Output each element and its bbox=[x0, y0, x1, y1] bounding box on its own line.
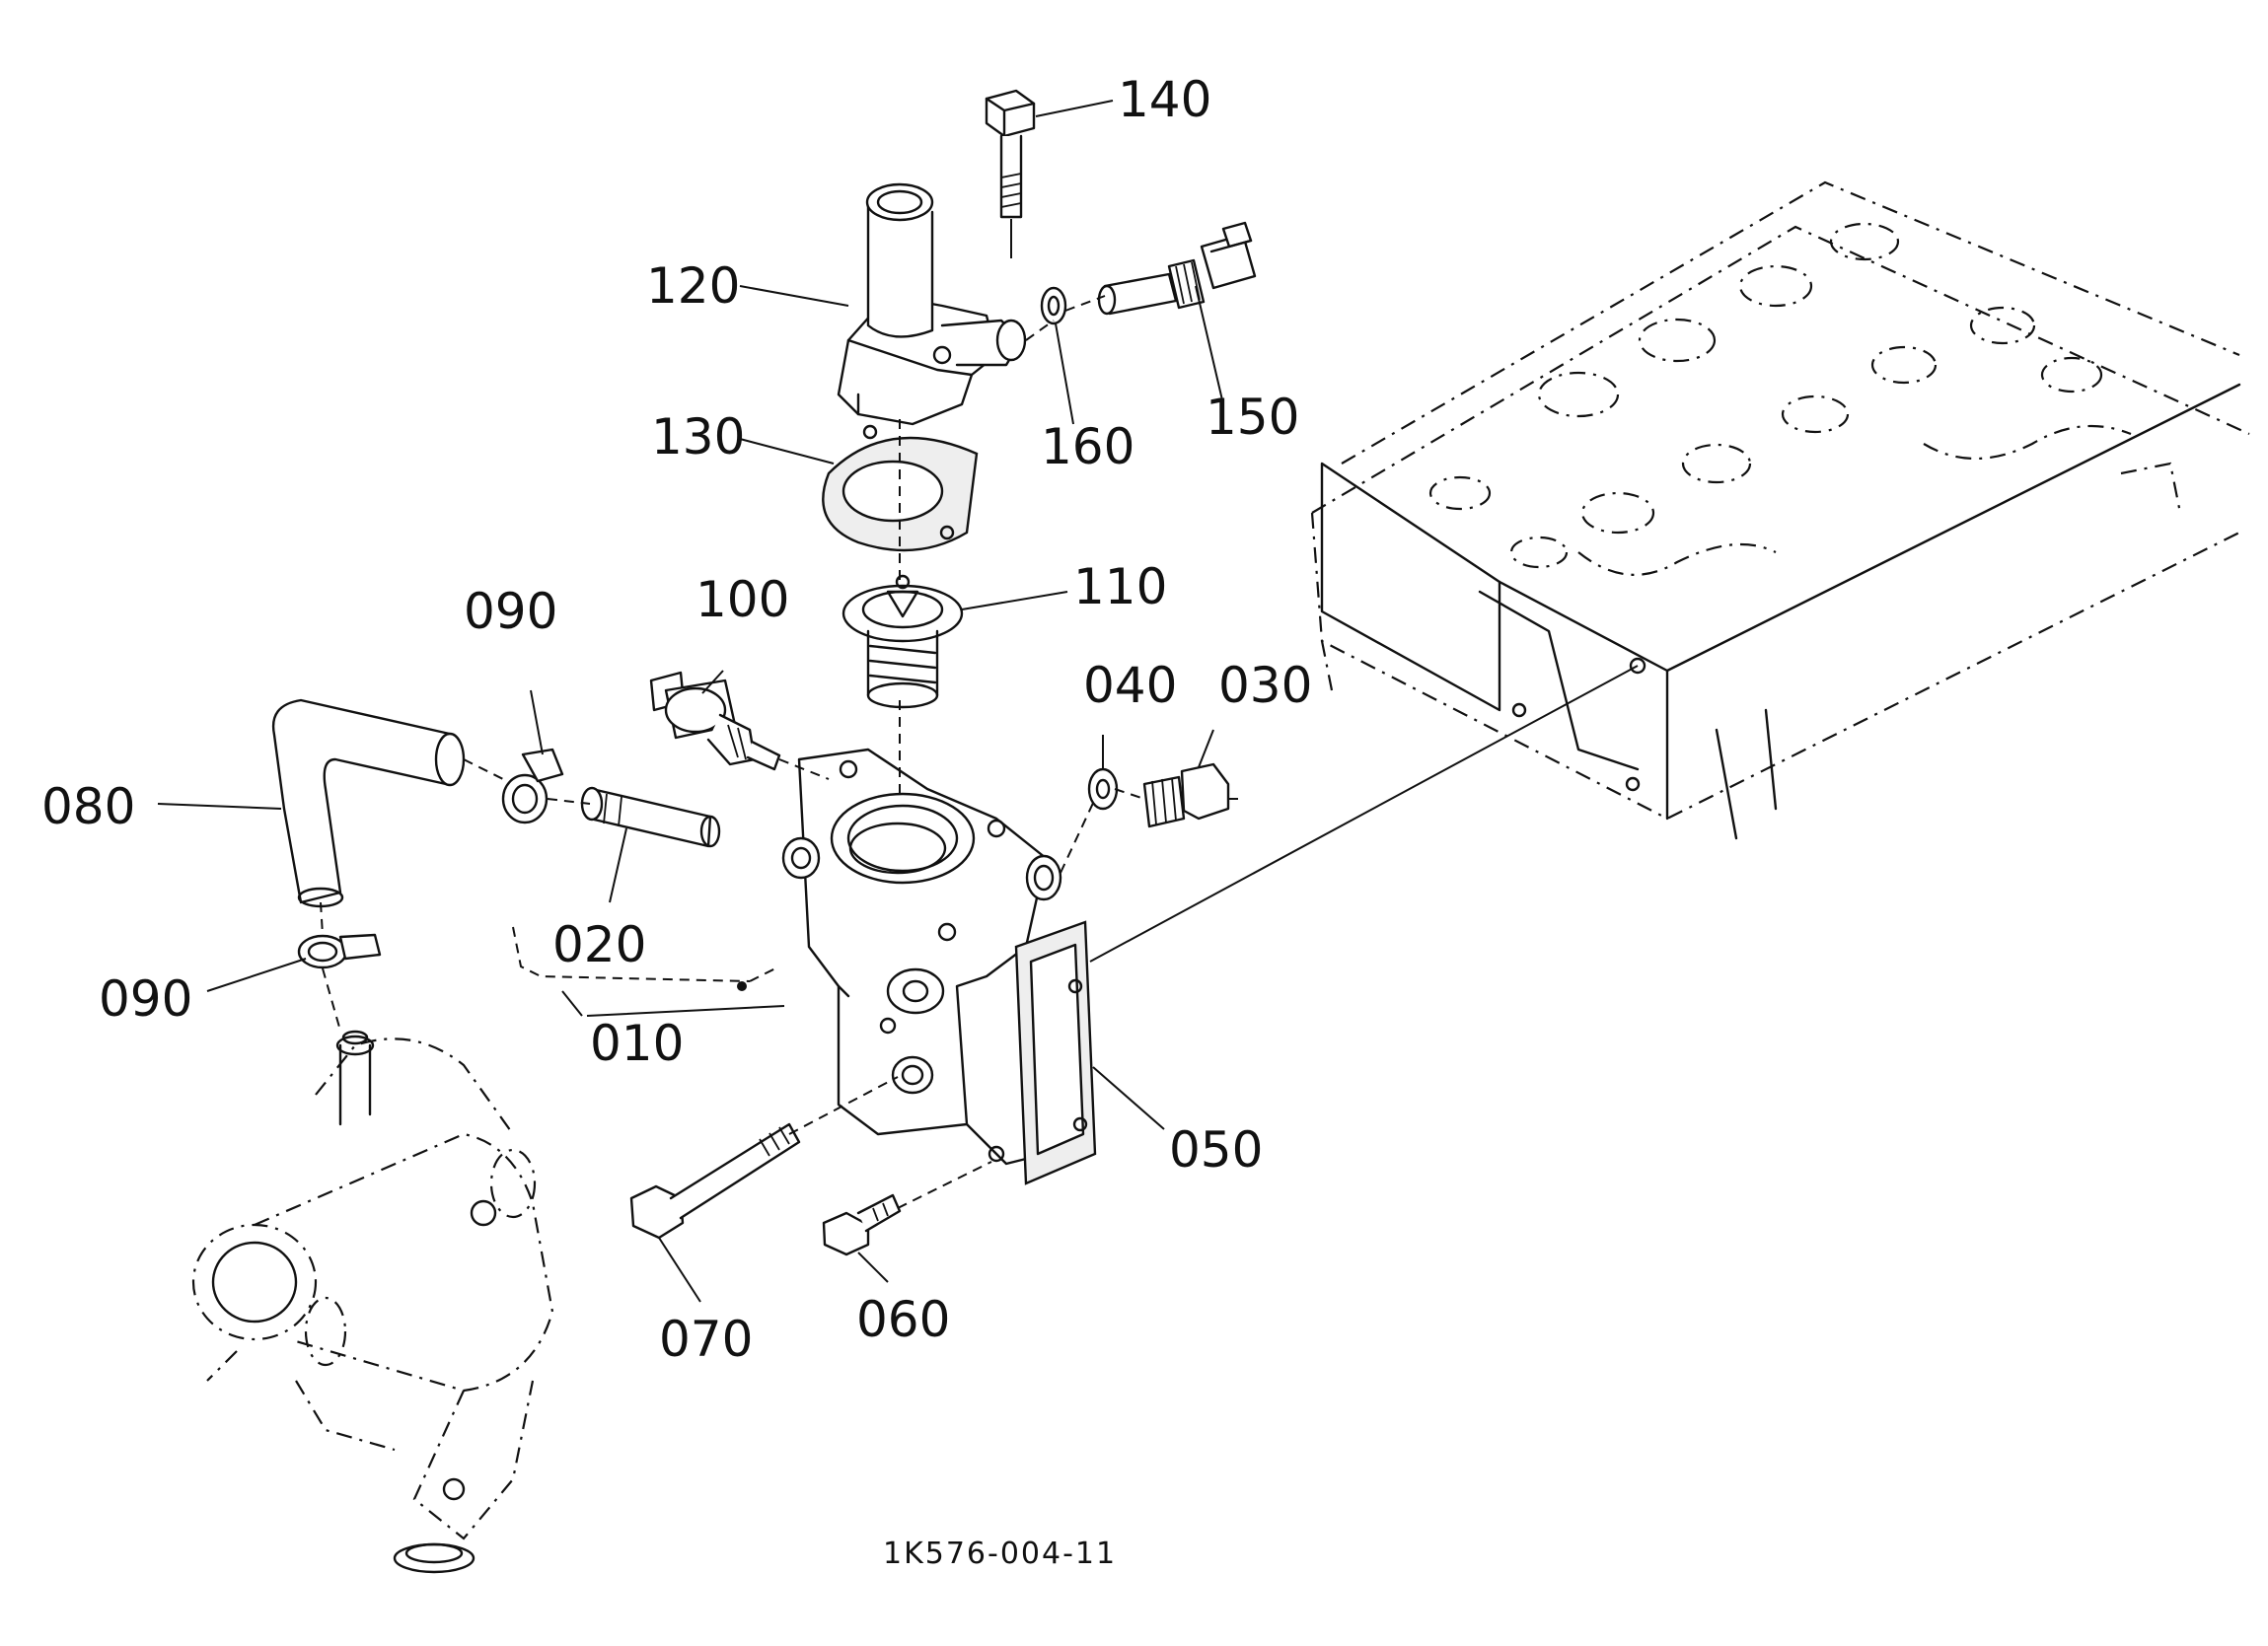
callout-040: 040 bbox=[1083, 657, 1177, 714]
callout-070: 070 bbox=[659, 1311, 753, 1368]
clamp-090-upper-illustration bbox=[501, 748, 564, 824]
callout-060: 060 bbox=[856, 1291, 950, 1348]
pipe-020-illustration bbox=[580, 786, 721, 848]
callout-130: 130 bbox=[651, 408, 745, 465]
callout-labels: 140 120 130 160 150 110 100 090 040 030 … bbox=[41, 71, 1312, 1571]
leader-lines bbox=[157, 100, 1224, 1303]
thermostat-housing-illustration bbox=[737, 748, 1062, 1166]
sensor-150-illustration bbox=[1040, 221, 1257, 325]
water-pump-illustration bbox=[191, 1030, 554, 1574]
callout-090-upper: 090 bbox=[464, 583, 557, 640]
callout-080: 080 bbox=[41, 778, 135, 835]
callout-050: 050 bbox=[1169, 1121, 1263, 1179]
callout-030: 030 bbox=[1218, 657, 1312, 714]
callout-120: 120 bbox=[646, 257, 740, 315]
hose-080-illustration bbox=[271, 698, 466, 908]
clamp-090-lower-illustration bbox=[297, 933, 382, 969]
thermostat-cover-120-illustration bbox=[837, 182, 1027, 426]
callout-110: 110 bbox=[1073, 558, 1167, 615]
callout-100: 100 bbox=[695, 571, 789, 628]
callout-010: 010 bbox=[590, 1015, 684, 1072]
bolt-140-illustration bbox=[985, 89, 1036, 258]
bolt-060-illustration bbox=[822, 1193, 902, 1256]
sensor-100-illustration bbox=[649, 671, 781, 771]
plug-030-illustration bbox=[1087, 762, 1230, 828]
callout-150: 150 bbox=[1206, 389, 1299, 446]
bolt-070-illustration bbox=[629, 1122, 801, 1240]
alignment-lines bbox=[320, 295, 1639, 1209]
figure-number: 1K576-004-11 bbox=[883, 1537, 1117, 1571]
callout-140: 140 bbox=[1118, 71, 1211, 128]
callout-020: 020 bbox=[552, 916, 646, 973]
gasket-050-illustration bbox=[1014, 920, 1097, 1185]
callout-160: 160 bbox=[1041, 418, 1134, 475]
callout-090-lower: 090 bbox=[99, 970, 192, 1028]
thermostat-110-illustration bbox=[841, 574, 964, 709]
engine-cylinder-head-illustration bbox=[1310, 180, 2250, 840]
